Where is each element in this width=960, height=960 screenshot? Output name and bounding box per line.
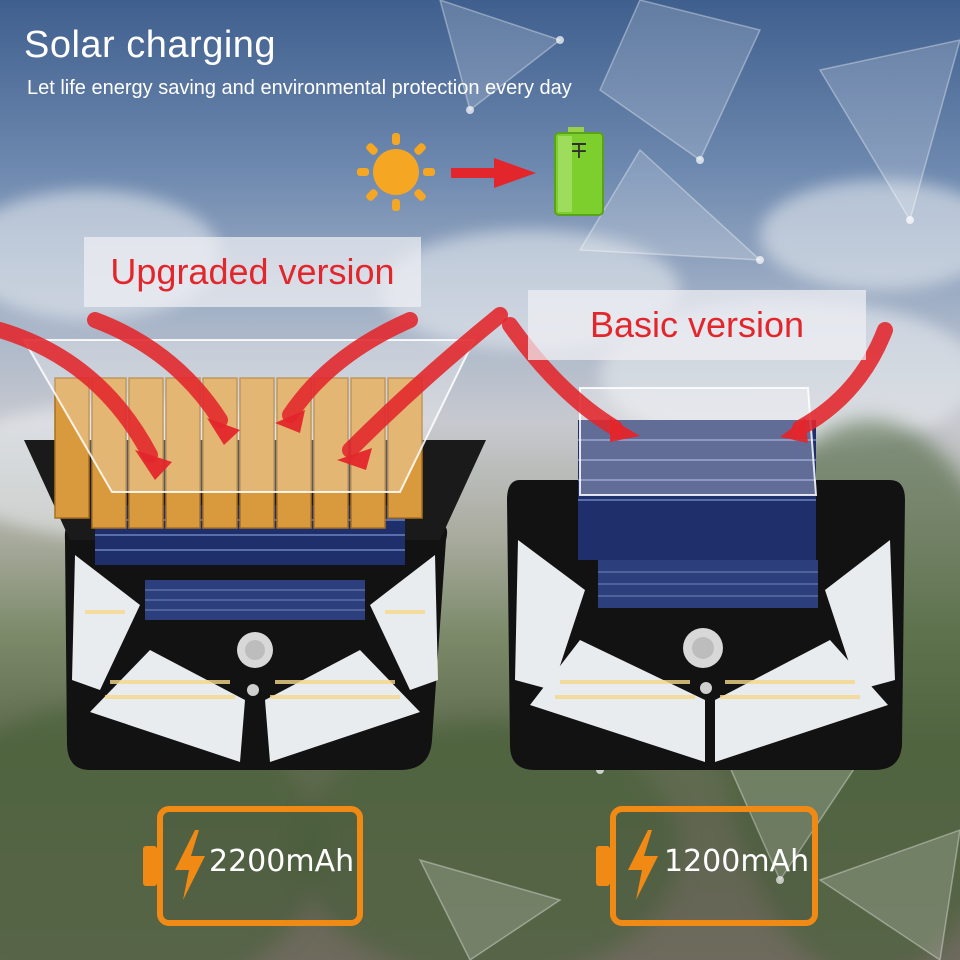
- basic-battery-badge: 1200mAh: [596, 806, 818, 926]
- sun-icon: [357, 133, 435, 211]
- upgraded-battery-badge: 2200mAh: [143, 806, 363, 926]
- right-arrow-icon: [451, 158, 536, 188]
- upgraded-version-label: Upgraded version: [84, 237, 421, 307]
- battery-terminal: [143, 846, 157, 886]
- lightning-bolt-icon: [628, 830, 658, 900]
- svg-text:+: +: [570, 139, 588, 164]
- battery-capacity: 1200mAh: [664, 844, 810, 879]
- battery-terminal: [596, 846, 610, 886]
- lightning-bolt-icon: [175, 830, 205, 900]
- page-subtitle: Let life energy saving and environmental…: [27, 77, 572, 99]
- basic-version-label: Basic version: [528, 290, 866, 360]
- cloud: [760, 180, 960, 290]
- battery-capacity: 2200mAh: [209, 844, 355, 879]
- battery-icon: +: [554, 127, 604, 216]
- page-title: Solar charging: [24, 24, 277, 66]
